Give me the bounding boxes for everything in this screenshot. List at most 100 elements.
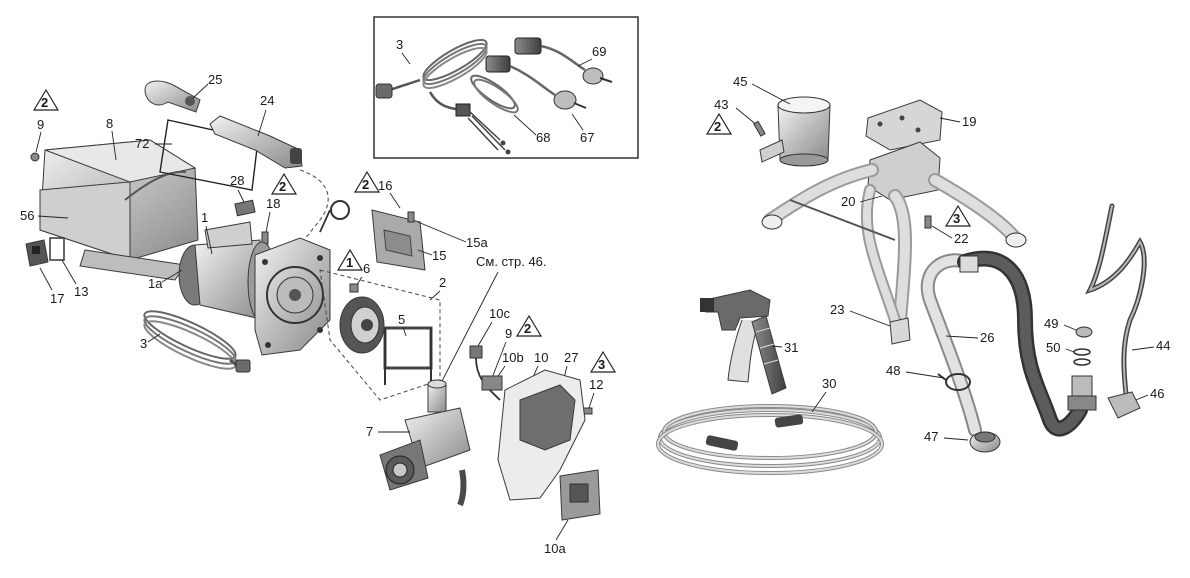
sensor-part-10c (469, 345, 501, 401)
label-20: 20 (841, 194, 855, 209)
warning-triangle-2-top: 2 (270, 172, 298, 195)
label-56: 56 (20, 208, 34, 223)
label-10b: 10b (502, 350, 524, 365)
label-17: 17 (50, 291, 64, 306)
label-3-left: 3 (140, 336, 147, 351)
hose-part-30 (656, 404, 884, 475)
shroud-part-8-56 (39, 139, 199, 281)
label-48: 48 (886, 363, 900, 378)
bracket-part-19 (865, 99, 943, 151)
label-47: 47 (924, 429, 938, 444)
label-12: 12 (589, 377, 603, 392)
clip-part-48 (937, 373, 971, 391)
warning-triangle-2-right: 2 (705, 112, 733, 135)
yoke-part-5 (383, 326, 433, 385)
inset-frame (373, 16, 639, 159)
label-26: 26 (980, 330, 994, 345)
label-3-inset: 3 (396, 37, 403, 52)
svg-text:1: 1 (346, 255, 353, 270)
switch-part-17 (25, 239, 49, 267)
plug-part-69 (514, 37, 613, 85)
label-9-left: 9 (37, 117, 44, 132)
gearbox-housing (254, 237, 331, 356)
label-49: 49 (1044, 316, 1058, 331)
label-69: 69 (592, 44, 606, 59)
label-25: 25 (208, 72, 222, 87)
label-43: 43 (714, 97, 728, 112)
pin-part-43 (753, 120, 766, 137)
power-cord-inset: 3 69 68 67 (373, 16, 639, 159)
label-44: 44 (1156, 338, 1170, 353)
warning-triangle-2-left: 2 (32, 88, 60, 111)
pump-part-7 (379, 379, 471, 507)
front-cover-part-10 (497, 369, 586, 501)
svg-text:2: 2 (279, 179, 286, 194)
label-50: 50 (1046, 340, 1060, 355)
screw-part-9 (30, 152, 40, 162)
label-2: 2 (439, 275, 446, 290)
label-28: 28 (230, 173, 244, 188)
strainer-part-47 (969, 431, 1001, 453)
label-15: 15 (432, 248, 446, 263)
warning-triangle-3-mid: 3 (589, 350, 617, 373)
sensor-part (319, 200, 350, 233)
label-13: 13 (74, 284, 88, 299)
label-10a: 10a (544, 541, 566, 556)
cord-part-68 (455, 74, 519, 155)
svg-text:3: 3 (953, 211, 960, 226)
handle-part-24 (209, 115, 303, 169)
label-15a: 15a (466, 235, 488, 250)
svg-text:2: 2 (362, 177, 369, 192)
label-plate-part-28 (234, 199, 256, 217)
bracket-part-13 (49, 237, 65, 261)
label-23: 23 (830, 302, 844, 317)
svg-text:2: 2 (714, 119, 721, 134)
foot-cap-part-23 (889, 317, 911, 345)
warning-triangle-2-mid: 2 (515, 314, 543, 337)
drain-tube-part-44 (1085, 203, 1147, 398)
label-9-mid: 9 (505, 326, 512, 341)
screw-part-22 (924, 215, 932, 229)
label-10c: 10c (489, 306, 510, 321)
fitting-swivel (1067, 375, 1097, 411)
spray-gun-part-31 (700, 289, 787, 395)
crank-part-2 (339, 296, 385, 354)
label-19: 19 (962, 114, 976, 129)
cross-reference-note: См. стр. 46. (476, 254, 547, 269)
label-30: 30 (822, 376, 836, 391)
label-31: 31 (784, 340, 798, 355)
label-46: 46 (1150, 386, 1164, 401)
screw-part-6 (349, 283, 359, 293)
o-rings-part-50 (1073, 348, 1091, 366)
label-67: 67 (580, 130, 594, 145)
frame-part-20 (761, 141, 1027, 327)
siphon-tube-part-26 (920, 250, 1088, 437)
label-45: 45 (733, 74, 747, 89)
svg-text:2: 2 (41, 95, 48, 110)
warning-triangle-1: 1 (336, 248, 364, 271)
label-27: 27 (564, 350, 578, 365)
label-5: 5 (398, 312, 405, 327)
warning-triangle-2-board: 2 (353, 170, 381, 193)
label-1a: 1a (148, 276, 163, 291)
label-6: 6 (363, 261, 370, 276)
transducer-part-10b (481, 375, 503, 391)
fitting-part-49 (1075, 326, 1093, 338)
board-part-10a (559, 469, 601, 521)
label-16: 16 (378, 178, 392, 193)
label-72: 72 (135, 136, 149, 151)
handle-part-25 (144, 80, 201, 113)
label-8: 8 (106, 116, 113, 131)
label-22: 22 (954, 231, 968, 246)
label-68: 68 (536, 130, 550, 145)
coiled-cord-part-3 (375, 39, 488, 114)
bucket-part-45 (759, 96, 831, 167)
warning-triangle-3-right: 3 (944, 204, 972, 227)
svg-text:3: 3 (598, 357, 605, 372)
label-7: 7 (366, 424, 373, 439)
label-18: 18 (266, 196, 280, 211)
cord-part-3-left (143, 310, 251, 373)
label-1: 1 (201, 210, 208, 225)
label-24: 24 (260, 93, 274, 108)
